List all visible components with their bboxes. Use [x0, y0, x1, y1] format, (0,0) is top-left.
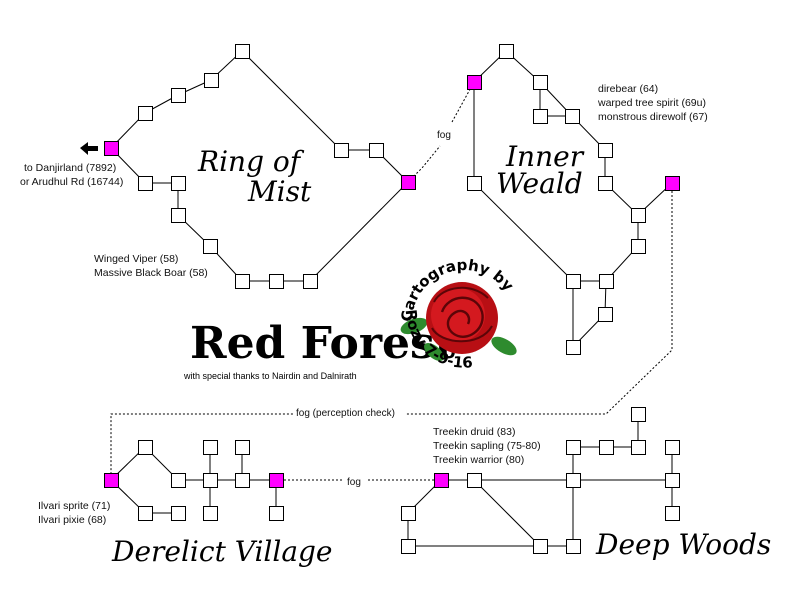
- weald-mob-1: direbear (64): [598, 83, 658, 95]
- map-room: [269, 506, 284, 521]
- area-label-deep-woods: Deep Woods: [595, 528, 771, 561]
- exit-room: [104, 141, 119, 156]
- map-room: [401, 506, 416, 521]
- exit-room: [269, 473, 284, 488]
- fog-label-upper: fog: [437, 130, 451, 141]
- map-room: [533, 539, 548, 554]
- woods-mob-3: Treekin warrior (80): [433, 454, 524, 466]
- map-room: [665, 506, 680, 521]
- left-arrow-icon: [80, 142, 98, 155]
- map-room: [235, 440, 250, 455]
- map-room: [171, 473, 186, 488]
- village-mob-2: Ilvari pixie (68): [38, 514, 106, 526]
- map-room: [566, 473, 581, 488]
- map-room: [235, 44, 250, 59]
- area-label-ring-of-mist: Ring of: [197, 145, 305, 178]
- map-room: [565, 109, 580, 124]
- map-room: [269, 274, 284, 289]
- map-room: [203, 440, 218, 455]
- exit-note-line-2: or Arudhul Rd (16744): [20, 176, 123, 188]
- room-link: [309, 181, 409, 282]
- map-room: [138, 506, 153, 521]
- map-room: [369, 143, 384, 158]
- weald-mob-2: warped tree spirit (69u): [597, 97, 706, 109]
- map-room: [235, 473, 250, 488]
- map-room: [138, 176, 153, 191]
- map-room: [533, 109, 548, 124]
- fog-label-lower: fog: [347, 477, 361, 488]
- map-subtitle: with special thanks to Nairdin and Dalni…: [183, 371, 357, 381]
- map-room: [631, 208, 646, 223]
- map-room: [203, 473, 218, 488]
- map-room: [203, 506, 218, 521]
- map-room: [334, 143, 349, 158]
- exit-room: [434, 473, 449, 488]
- map-room: [171, 208, 186, 223]
- exit-room: [467, 75, 482, 90]
- map-room: [631, 239, 646, 254]
- map-room: [203, 239, 218, 254]
- map-rooms: [104, 44, 680, 554]
- map-room: [204, 73, 219, 88]
- map-room: [598, 143, 613, 158]
- map-room: [467, 473, 482, 488]
- map-room: [467, 176, 482, 191]
- woods-mob-2: Treekin sapling (75-80): [433, 440, 541, 452]
- map-room: [235, 274, 250, 289]
- room-link: [241, 50, 342, 151]
- exit-note-line-1: to Danjirland (7892): [24, 162, 116, 174]
- map-room: [598, 307, 613, 322]
- map-room: [499, 44, 514, 59]
- map-room: [599, 274, 614, 289]
- village-mob-1: Ilvari sprite (71): [38, 500, 110, 512]
- fog-label-perception: fog (perception check): [296, 408, 395, 419]
- map-room: [665, 440, 680, 455]
- area-label-ring-of-mist-2: Mist: [247, 175, 312, 208]
- map-room: [401, 539, 416, 554]
- area-label-inner-weald: Inner: [505, 140, 585, 173]
- room-link: [473, 182, 574, 282]
- map-room: [631, 440, 646, 455]
- room-link: [473, 479, 541, 547]
- ring-mob-2: Massive Black Boar (58): [94, 267, 208, 279]
- map-room: [566, 340, 581, 355]
- map-room: [566, 274, 581, 289]
- area-label-derelict-village: Derelict Village: [111, 535, 333, 568]
- map-room: [631, 407, 646, 422]
- map-room: [303, 274, 318, 289]
- rose-icon: [400, 282, 517, 361]
- exit-room: [104, 473, 119, 488]
- map-room: [171, 506, 186, 521]
- weald-mob-3: monstrous direwolf (67): [598, 111, 708, 123]
- ring-mob-1: Winged Viper (58): [94, 253, 178, 265]
- woods-mob-1: Treekin druid (83): [433, 426, 515, 438]
- exit-room: [401, 175, 416, 190]
- map-room: [566, 440, 581, 455]
- map-room: [566, 539, 581, 554]
- map-room: [599, 440, 614, 455]
- map-edges: [110, 50, 673, 547]
- map-room: [171, 88, 186, 103]
- map-room: [665, 473, 680, 488]
- map-room: [533, 75, 548, 90]
- map-room: [138, 440, 153, 455]
- map-room: [171, 176, 186, 191]
- area-label-inner-weald-2: Weald: [496, 167, 583, 200]
- map-room: [138, 106, 153, 121]
- exit-room: [665, 176, 680, 191]
- map-room: [598, 176, 613, 191]
